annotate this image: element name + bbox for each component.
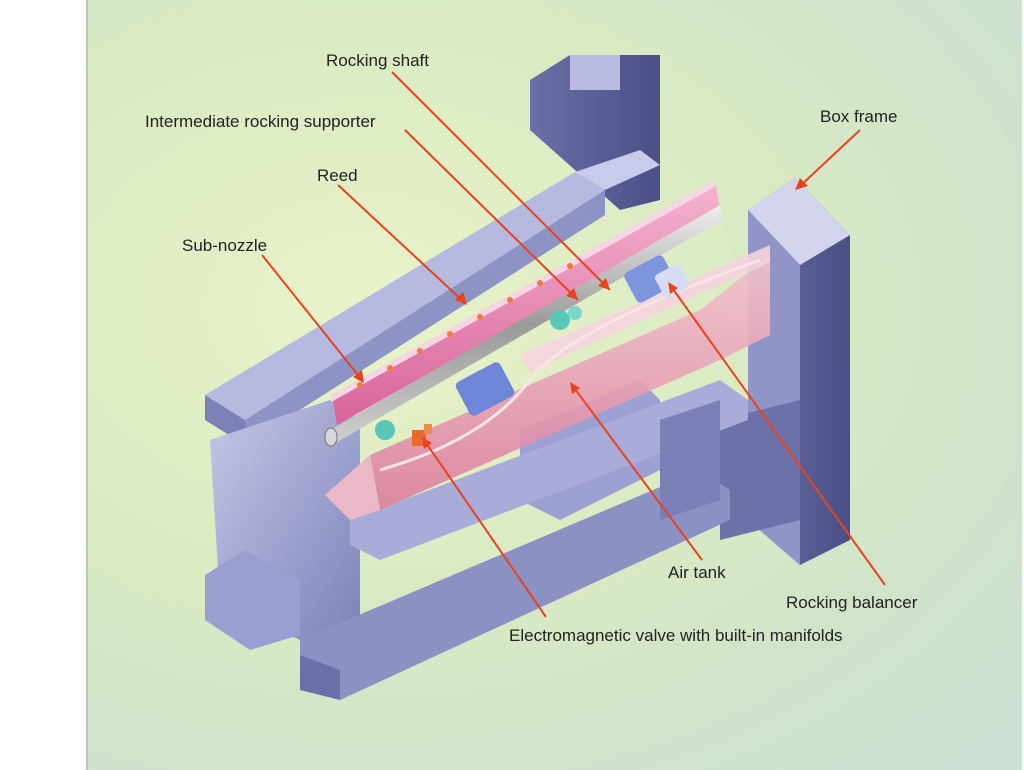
label-sub-nozzle: Sub-nozzle	[182, 236, 268, 255]
leader-electromagnetic-valve	[423, 439, 547, 618]
lower-frame	[205, 380, 748, 700]
arrow-sub-nozzle	[353, 370, 364, 383]
leader-sub-nozzle	[261, 254, 363, 381]
electromagnetic-valve	[412, 424, 432, 446]
leader-rocking-shaft	[391, 71, 611, 291]
leader-box-frame	[797, 129, 861, 189]
arrow-box-frame	[795, 178, 808, 190]
label-box-frame: Box frame	[820, 107, 898, 126]
label-intermediate-rocking-supporter: Intermediate rocking supporter	[145, 112, 376, 131]
leader-intermediate-supporter	[404, 129, 579, 301]
label-electromagnetic-valve: Electromagnetic valve with built-in mani…	[509, 626, 843, 645]
arrow-intermediate-supporter	[566, 288, 578, 300]
arrow-reed	[455, 292, 467, 305]
arrow-air-tank	[570, 382, 580, 394]
upper-beam	[205, 150, 660, 445]
label-reed: Reed	[317, 166, 358, 185]
leader-lines	[261, 71, 886, 618]
label-rocking-balancer: Rocking balancer	[786, 593, 918, 612]
label-rocking-shaft: Rocking shaft	[326, 51, 429, 70]
label-air-tank: Air tank	[668, 563, 726, 582]
panel-border	[86, 0, 88, 770]
arrow-electromagnetic-valve	[422, 437, 432, 449]
rocking-balancers	[455, 255, 690, 416]
leader-air-tank	[571, 384, 703, 561]
arrow-rocking-shaft	[598, 278, 610, 290]
sub-nozzles	[357, 263, 573, 388]
leader-reed	[337, 184, 466, 304]
intermediate-supporters	[375, 306, 582, 440]
leader-rocking-balancer	[669, 284, 886, 586]
arrow-rocking-balancer	[668, 282, 678, 294]
rocking-shaft	[324, 205, 722, 447]
reed	[332, 180, 720, 425]
